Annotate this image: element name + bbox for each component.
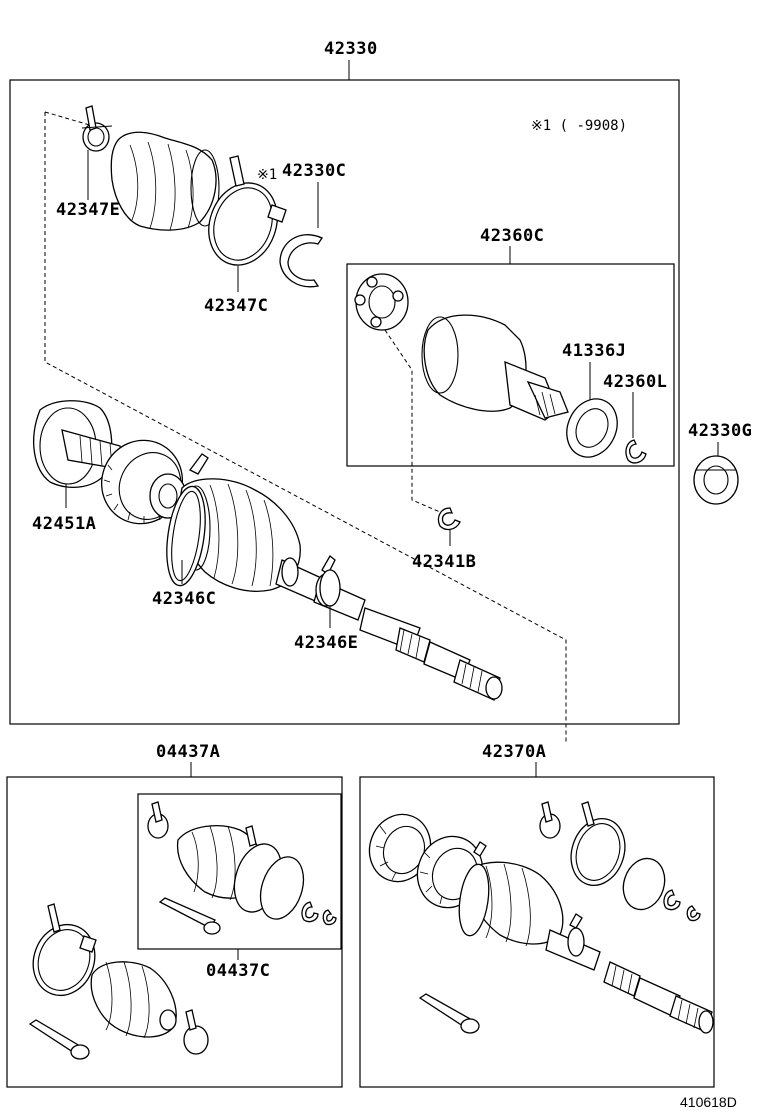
large-clamp-42347C	[208, 155, 287, 266]
diagram-id: 410618D	[680, 1094, 737, 1110]
label-42346E: 42346E	[294, 633, 358, 653]
outer-joint-kit-parts	[368, 801, 714, 1034]
snap-ring-42341B	[437, 507, 461, 531]
label-42360L: 42360L	[603, 372, 667, 392]
snap-ring-42330C	[279, 234, 323, 288]
label-42370A: 42370A	[482, 742, 546, 762]
outer-boot-top	[110, 131, 220, 231]
assembly-outline-dashed	[44, 111, 567, 744]
oil-seal-41336J	[566, 398, 618, 458]
note-marker: ※1	[257, 167, 277, 183]
label-42330C: 42330C	[282, 161, 346, 181]
label-42347E: 42347E	[56, 200, 120, 220]
outer-joint-kit-frame	[359, 776, 715, 1088]
label-41336J: 41336J	[562, 341, 626, 361]
note-label: ※1 ( -9908)	[531, 118, 627, 134]
boot-kit-frame	[6, 776, 343, 1088]
inner-joint-housing	[421, 314, 569, 421]
main-assembly-frame	[9, 79, 680, 725]
tripod-cage	[354, 273, 409, 331]
label-42360C: 42360C	[480, 226, 544, 246]
label-42346C: 42346C	[152, 589, 216, 609]
boot-kit-inner-parts	[147, 801, 337, 935]
label-04437A: 04437A	[156, 742, 220, 762]
snap-ring-42360L	[625, 439, 647, 464]
label-42451A: 42451A	[32, 514, 96, 534]
boot-clamp-42346E	[319, 569, 341, 607]
drive-shaft	[275, 555, 503, 701]
label-42330: 42330	[324, 39, 378, 59]
label-42330G: 42330G	[688, 421, 752, 441]
boot-clamp-42346C	[166, 485, 206, 587]
boot-kit-outer-parts	[28, 903, 209, 1060]
label-42341B: 42341B	[412, 552, 476, 572]
outline-dashed-joint	[384, 329, 441, 513]
boot-kit-inner-frame	[137, 793, 342, 950]
label-42347C: 42347C	[204, 296, 268, 316]
bearing-42330G	[693, 455, 739, 505]
small-clamp-42347E	[81, 105, 113, 152]
label-04437C: 04437C	[206, 961, 270, 981]
